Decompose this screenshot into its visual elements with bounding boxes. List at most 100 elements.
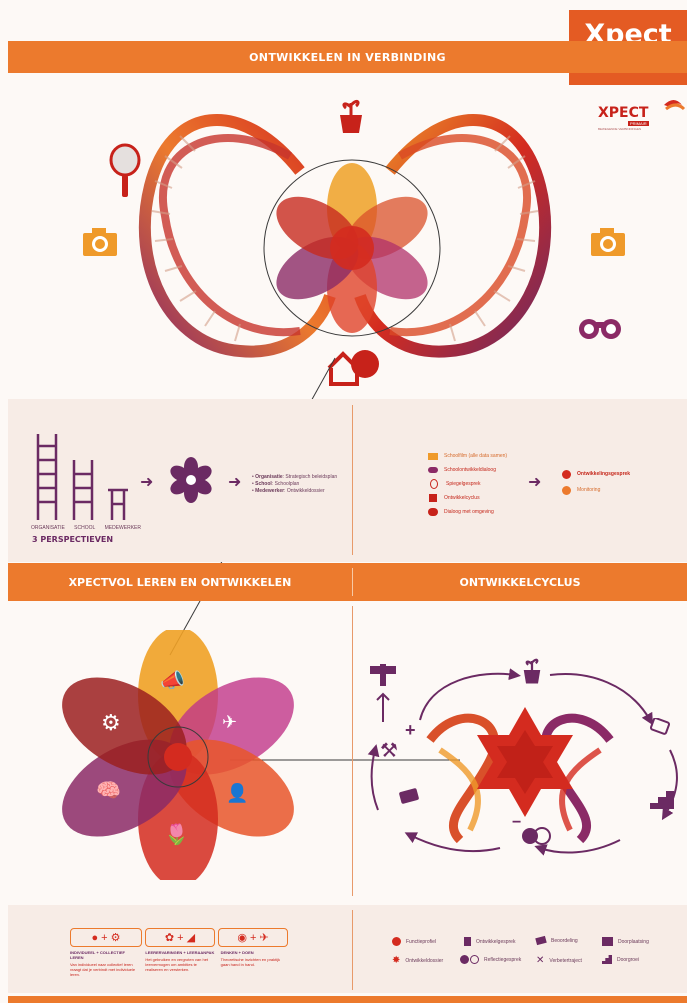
dna-flower-illustration	[0, 76, 687, 396]
xpect-small-logo: XPECT PRIMAIR BEWEGENDE VERBINDINGEN	[594, 97, 686, 131]
band-divider	[352, 568, 353, 596]
paper-plane-icon: ✈	[259, 932, 269, 944]
legend-item: Doorgroei	[602, 955, 639, 964]
column-divider	[352, 606, 353, 896]
xpectvol-flower	[60, 627, 300, 887]
plant-pot-icon	[464, 937, 471, 946]
ladder-label-organisatie: ORGANISATIE	[31, 525, 65, 531]
legend-item: ✸Ontwikkeldossier	[392, 955, 444, 966]
house-dialog-icon	[327, 346, 383, 391]
megaphone-icon: 📣	[160, 670, 185, 692]
bullet-school: • School: Schoolplan	[252, 481, 300, 487]
legend-item: Reflectiegesprek	[460, 955, 521, 964]
camera-icon	[428, 452, 438, 460]
ontwikkeldossier-icon	[649, 717, 672, 741]
denken-doen-box: ◉ + ✈	[218, 928, 288, 947]
reflectie-icon	[460, 955, 469, 964]
bottom-divider	[352, 910, 353, 990]
camera-icon	[590, 227, 626, 262]
ladder-label-medewerker: MEDEWERKER	[104, 525, 141, 531]
dot-icon	[562, 485, 571, 495]
paper-plane-icon: ✈	[222, 712, 238, 732]
small-logo-tagline: BEWEGENDE VERBINDINGEN	[598, 127, 642, 131]
stairs-icon	[602, 955, 612, 964]
dialog-item: Schoolontwikkeldialoog	[428, 463, 507, 477]
panel-divider	[352, 405, 353, 555]
cycle-legend: Functieprofiel Ontwikkelgesprek Beoordel…	[392, 935, 682, 977]
reflectie-icon	[520, 826, 554, 851]
star-icon: ✸	[392, 955, 401, 966]
result-item: Monitoring	[562, 482, 630, 498]
section-title-left: XPECTVOL LEREN EN ONTWIKKELEN	[68, 575, 292, 589]
section-title-right: ONTWIKKELCYCLUS	[459, 575, 581, 589]
tools-icon: ⚒	[380, 740, 398, 762]
legend-item: Beoordeling	[535, 935, 578, 946]
header-banner: ONTWIKKELEN IN VERBINDING	[8, 41, 687, 73]
dialog-list: Schoolfilm (alle data samen) Schoolontwi…	[428, 449, 507, 519]
dialog-item: Ontwikkelcyclus	[428, 491, 507, 505]
dialog-item: Spiegelgesprek	[428, 477, 507, 491]
legend-item: Functieprofiel	[392, 937, 436, 946]
page-title: ONTWIKKELEN IN VERBINDING	[249, 50, 446, 64]
person-icon: ●	[91, 931, 99, 944]
dialog-item: Schoolfilm (alle data samen)	[428, 449, 507, 463]
perspectives-panel	[8, 399, 687, 562]
legend-item: Doorplaatsing	[602, 937, 649, 946]
dot-icon	[392, 937, 401, 946]
dot-icon	[562, 469, 571, 479]
person-icon: 👤	[226, 783, 249, 803]
minus-icon: −	[512, 814, 522, 831]
tools-icon: ✕	[536, 955, 545, 966]
gear-icon: ⚙	[110, 932, 121, 944]
megaphone-icon: ◢	[186, 932, 196, 944]
legend-item: ✕Verbetertraject	[536, 955, 582, 966]
plant-pot-icon	[522, 655, 542, 690]
doorplaatsing-icon	[602, 937, 613, 946]
beoordeling-icon	[398, 788, 420, 809]
arrow-icon: ➜	[228, 474, 242, 491]
leerervaringen-box: ✿ + ◢	[145, 928, 215, 947]
perspectives-bullets: • Organisatie: Strategisch beleidsplan •…	[252, 474, 337, 495]
ladder-label-school: SCHOOL	[74, 525, 96, 531]
bullet-organisatie: • Organisatie: Strategisch beleidsplan	[252, 474, 338, 480]
mirror-icon	[108, 143, 142, 204]
legend-item: Ontwikkelgesprek	[464, 937, 515, 946]
small-logo-word: XPECT	[598, 105, 649, 121]
individueel-collectief-box: ● + ⚙	[70, 928, 142, 947]
flower-outline-icon	[165, 455, 217, 510]
arrow-icon: ➜	[140, 474, 154, 491]
ladders-illustration	[32, 432, 132, 525]
arrow-icon: ➜	[528, 474, 542, 491]
beoordeling-icon	[535, 935, 547, 946]
binoculars-icon	[428, 467, 438, 473]
result-item: Ontwikkelingsgesprek	[562, 466, 630, 482]
plant-pot-icon	[429, 494, 437, 502]
ontwikkelcyclus-diagram	[360, 640, 687, 895]
brain-icon: ◉	[237, 932, 247, 944]
dialog-item: Dialoog met omgeving	[428, 505, 507, 519]
bottom-panel	[8, 905, 687, 993]
brain-icon: 🧠	[96, 780, 121, 802]
binoculars-icon	[577, 316, 623, 345]
plus-icon: +	[405, 720, 416, 740]
section-band	[8, 563, 687, 601]
ladder-labels: ORGANISATIE SCHOOL MEDEWERKER	[31, 525, 141, 531]
camera-icon	[82, 227, 118, 262]
gear-icon: ⚙	[101, 710, 121, 735]
house-dialog-icon	[428, 508, 438, 516]
reflectie-icon-outline	[470, 955, 479, 964]
small-logo-sub: PRIMAIR	[628, 121, 649, 126]
bullet-medewerker: • Medewerker: Ontwikkeldossier	[252, 488, 325, 494]
plant-pot-icon	[338, 95, 364, 140]
perspectives-title: 3 PERSPECTIEVEN	[32, 535, 114, 544]
mirror-icon	[430, 479, 438, 489]
stairs-icon	[650, 785, 676, 814]
tulip-icon: ✿	[164, 932, 175, 944]
tulip-icon: 🌷	[164, 824, 189, 846]
doorplaatsing-icon	[368, 664, 398, 729]
dialog-results: Ontwikkelingsgesprek Monitoring	[562, 466, 630, 498]
